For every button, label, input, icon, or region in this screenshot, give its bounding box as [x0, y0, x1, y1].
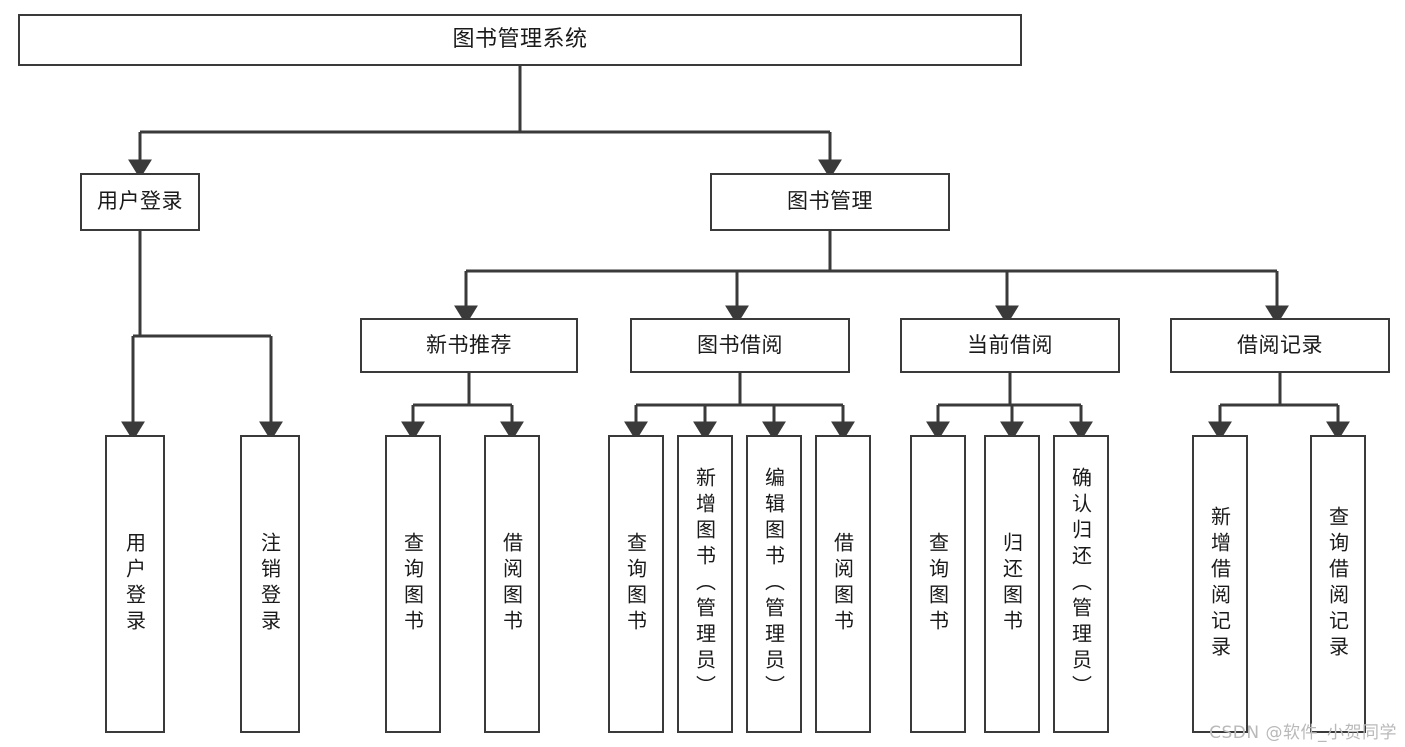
node-leaf-edit-book[interactable]: 编辑图书（管理员）: [746, 435, 802, 733]
node-leaf-borrow-book-recommend[interactable]: 借阅图书: [484, 435, 540, 733]
node-book-manage[interactable]: 图书管理: [710, 173, 950, 231]
node-user-login[interactable]: 用户登录: [80, 173, 200, 231]
node-leaf-borrow-book-label: 借阅图书: [830, 532, 855, 636]
node-leaf-query-book-recommend-label: 查询图书: [400, 532, 425, 636]
node-leaf-add-book[interactable]: 新增图书（管理员）: [677, 435, 733, 733]
node-leaf-query-book-current-label: 查询图书: [925, 532, 950, 636]
node-leaf-return-book-label: 归还图书: [999, 532, 1024, 636]
node-leaf-confirm-return[interactable]: 确认归还（管理员）: [1053, 435, 1109, 733]
node-leaf-user-login-label: 用户登录: [122, 532, 147, 636]
node-root-system[interactable]: 图书管理系统: [18, 14, 1022, 66]
node-leaf-query-book-current[interactable]: 查询图书: [910, 435, 966, 733]
node-new-book-recommend[interactable]: 新书推荐: [360, 318, 578, 373]
node-borrow-record-label: 借阅记录: [1237, 332, 1323, 357]
node-leaf-add-book-label: 新增图书（管理员）: [692, 467, 717, 701]
node-leaf-query-book-recommend[interactable]: 查询图书: [385, 435, 441, 733]
node-leaf-borrow-book[interactable]: 借阅图书: [815, 435, 871, 733]
node-leaf-user-logout[interactable]: 注销登录: [240, 435, 300, 733]
node-current-borrow[interactable]: 当前借阅: [900, 318, 1120, 373]
node-leaf-edit-book-label: 编辑图书（管理员）: [761, 467, 786, 701]
node-leaf-user-logout-label: 注销登录: [257, 532, 282, 636]
node-root-label: 图书管理系统: [452, 26, 588, 52]
node-leaf-return-book[interactable]: 归还图书: [984, 435, 1040, 733]
node-leaf-query-book-borrow-label: 查询图书: [623, 532, 648, 636]
node-leaf-add-borrow-record-label: 新增借阅记录: [1207, 506, 1232, 662]
node-leaf-query-borrow-record-label: 查询借阅记录: [1325, 506, 1350, 662]
node-leaf-query-borrow-record[interactable]: 查询借阅记录: [1310, 435, 1366, 733]
node-new-book-recommend-label: 新书推荐: [426, 332, 512, 357]
node-leaf-borrow-book-recommend-label: 借阅图书: [499, 532, 524, 636]
node-book-borrow-label: 图书借阅: [697, 332, 783, 357]
node-user-login-label: 用户登录: [97, 189, 183, 214]
node-book-borrow[interactable]: 图书借阅: [630, 318, 850, 373]
node-current-borrow-label: 当前借阅: [967, 332, 1053, 357]
csdn-watermark: CSDN @软件_小贺同学: [1209, 723, 1397, 743]
node-leaf-user-login[interactable]: 用户登录: [105, 435, 165, 733]
node-leaf-query-book-borrow[interactable]: 查询图书: [608, 435, 664, 733]
node-leaf-confirm-return-label: 确认归还（管理员）: [1068, 467, 1093, 701]
node-book-manage-label: 图书管理: [787, 189, 873, 214]
node-borrow-record[interactable]: 借阅记录: [1170, 318, 1390, 373]
node-leaf-add-borrow-record[interactable]: 新增借阅记录: [1192, 435, 1248, 733]
